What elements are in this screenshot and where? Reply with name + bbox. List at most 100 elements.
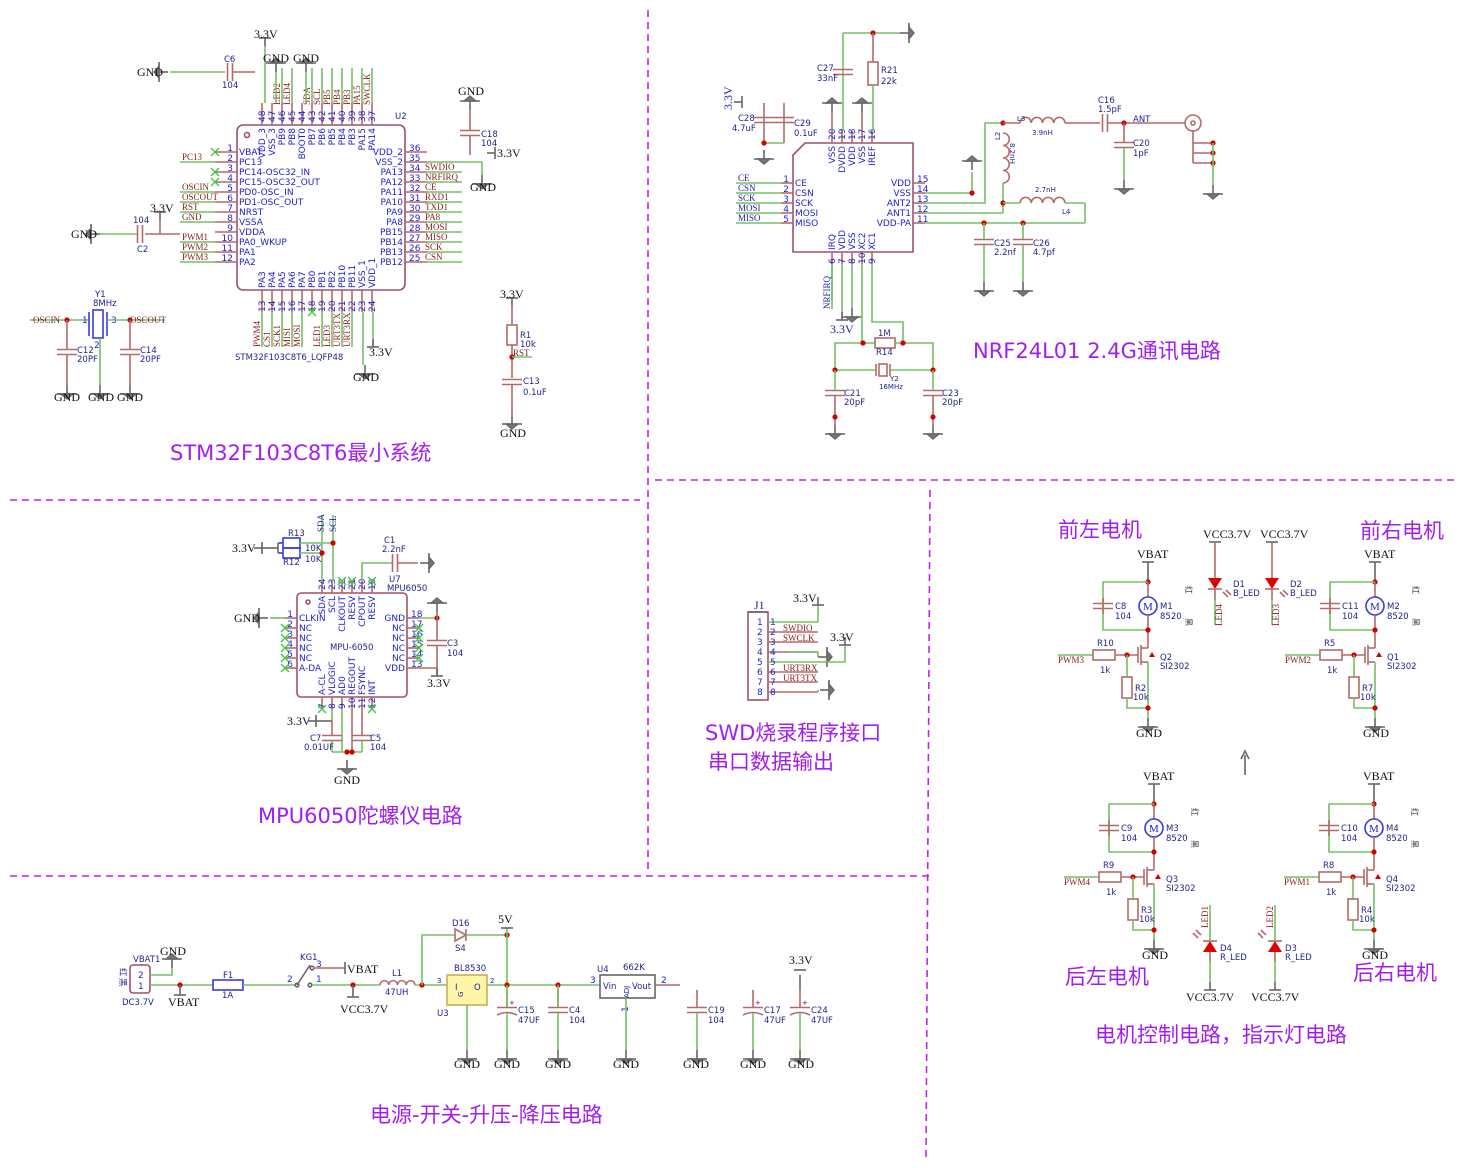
ground-arrow bbox=[504, 423, 520, 430]
label: GND bbox=[1142, 948, 1168, 962]
net-label: PWM4 bbox=[252, 320, 262, 347]
label: LED1 bbox=[1200, 906, 1210, 928]
resistor bbox=[282, 547, 301, 559]
resistor bbox=[282, 537, 301, 549]
ground-arrow bbox=[1140, 726, 1156, 733]
net-label: GND bbox=[182, 212, 202, 222]
ground-arrow bbox=[499, 1058, 515, 1065]
resistor bbox=[867, 61, 879, 86]
pin-name: PA5 bbox=[278, 271, 288, 288]
junction-dot bbox=[344, 749, 350, 755]
pin-number: 40 bbox=[338, 110, 348, 122]
pin-name: MISO bbox=[795, 219, 818, 229]
label: VBAT bbox=[347, 962, 379, 976]
ground-symbol-icon bbox=[923, 425, 943, 440]
pin-number: 6 bbox=[287, 660, 293, 670]
power-label: 3.3V bbox=[232, 541, 256, 555]
label: C28 bbox=[738, 114, 755, 124]
pin-number: 10 bbox=[348, 697, 358, 709]
no-connect-mark bbox=[280, 653, 290, 663]
pin-number: 4 bbox=[783, 205, 789, 215]
label: C9 bbox=[1121, 824, 1132, 834]
pin-number: 8 bbox=[328, 703, 338, 709]
no-connect-mark bbox=[280, 643, 290, 653]
label: 47UH bbox=[385, 988, 408, 998]
label: 104 bbox=[370, 743, 386, 753]
label: LED2 bbox=[1265, 906, 1275, 928]
ground-arrow bbox=[298, 57, 314, 64]
label: 2.2nF bbox=[382, 545, 406, 555]
resistor bbox=[874, 337, 896, 349]
label: 红 bbox=[1411, 586, 1421, 594]
pin-name: PB3 bbox=[348, 128, 358, 145]
ground-arrow bbox=[756, 158, 772, 165]
section-title-nrf: NRF24L01 2.4G通讯电路 bbox=[973, 339, 1221, 363]
pin-number: 22 bbox=[338, 579, 348, 590]
boost-converter-u3 bbox=[446, 974, 488, 1006]
net-label: CSN bbox=[425, 252, 443, 262]
junction-dot bbox=[330, 540, 336, 546]
pin-number: 16 bbox=[288, 300, 298, 312]
label: 104 bbox=[133, 216, 149, 226]
pin-number: 13 bbox=[917, 195, 928, 205]
label: C24 bbox=[811, 1006, 828, 1016]
ldo-regulator-u4 bbox=[599, 974, 656, 999]
pin-number: 15 bbox=[917, 175, 928, 185]
pin-name: PA14 bbox=[368, 128, 378, 151]
pin-number: 6 bbox=[757, 668, 763, 678]
junction-dot bbox=[1145, 627, 1151, 633]
net-label: SCL bbox=[312, 88, 322, 105]
ground-symbol-icon bbox=[120, 385, 140, 400]
ground-arrow bbox=[844, 316, 860, 323]
ground-arrow bbox=[826, 649, 833, 665]
pin-number: 23 bbox=[328, 579, 338, 590]
label: GND bbox=[545, 1057, 571, 1071]
pin-number: 33 bbox=[409, 174, 420, 184]
pin-name: VDD_1 bbox=[368, 258, 378, 288]
pin-number: 17 bbox=[298, 301, 308, 312]
label: R12 bbox=[283, 558, 300, 568]
no-connect-mark bbox=[317, 704, 327, 714]
ground-arrow bbox=[459, 1058, 475, 1065]
pin-name: PC15-OSC32_OUT bbox=[239, 178, 320, 188]
label: SI2302 bbox=[1160, 662, 1190, 672]
junction-dot bbox=[319, 550, 325, 556]
label: 10k bbox=[520, 340, 536, 350]
pin-name: PC13 bbox=[239, 158, 262, 168]
pin-name: PA15 bbox=[358, 128, 368, 150]
net-label: SCK bbox=[738, 193, 756, 203]
net-label: SCK bbox=[425, 242, 443, 252]
led-icon bbox=[1268, 941, 1282, 952]
ground-symbol-icon bbox=[427, 597, 447, 612]
label: Q1 bbox=[1387, 653, 1399, 663]
label: R3 bbox=[1141, 906, 1152, 916]
pin-number: 1 bbox=[287, 610, 293, 620]
pin-name: SDA bbox=[318, 595, 328, 614]
light-arrow bbox=[1260, 929, 1267, 936]
junction-dot bbox=[1151, 849, 1157, 855]
label: C25 bbox=[994, 239, 1011, 249]
pin-name: SCL bbox=[328, 596, 338, 613]
label: 8.2nH bbox=[1008, 143, 1016, 164]
label: 1 bbox=[138, 982, 144, 992]
label: KG1 bbox=[300, 953, 318, 963]
pin-name: PA1 bbox=[239, 248, 256, 258]
pin-name: CSN bbox=[795, 189, 814, 199]
ground-arrow bbox=[92, 393, 108, 400]
net-label: CE bbox=[738, 173, 750, 183]
label: D1 bbox=[1233, 580, 1245, 590]
power-label: 3.3V bbox=[427, 676, 451, 690]
pin-number: 46 bbox=[278, 110, 288, 122]
power-label: 3.3V bbox=[497, 146, 521, 160]
pin-number: 1 bbox=[757, 618, 763, 628]
light-arrow bbox=[1279, 591, 1286, 598]
wire bbox=[895, 342, 934, 370]
label: GND bbox=[458, 84, 484, 98]
ground-symbol-icon bbox=[497, 1050, 517, 1065]
ground-arrow bbox=[827, 433, 843, 440]
label: M bbox=[1369, 823, 1379, 835]
pin-name: VSS bbox=[893, 189, 911, 199]
net-label: URT3TX bbox=[332, 313, 342, 347]
pin-number: 47 bbox=[268, 111, 278, 122]
